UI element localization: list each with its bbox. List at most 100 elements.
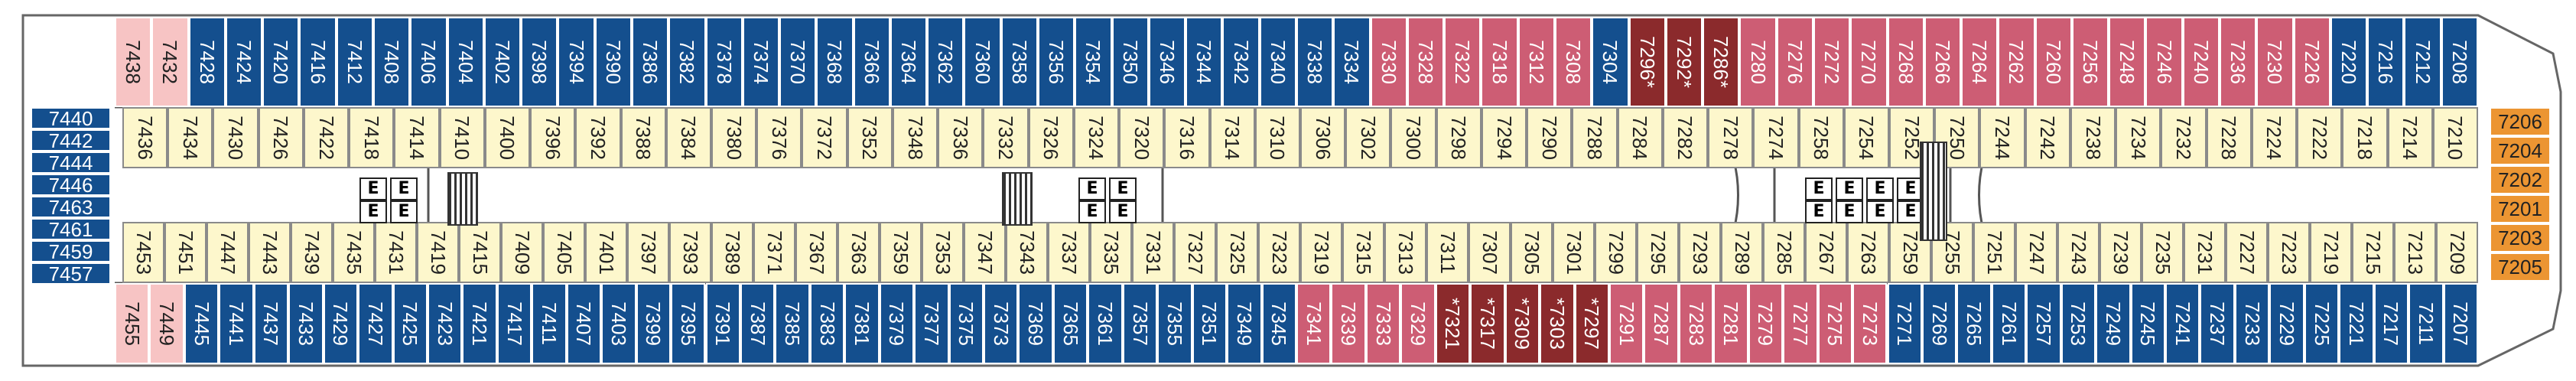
cabin-7202[interactable]: 7202: [2490, 165, 2551, 194]
cabin-7420[interactable]: 7420: [262, 17, 300, 107]
cabin-7251[interactable]: 7251: [1973, 222, 2015, 283]
cabin-7262[interactable]: 7262: [1998, 17, 2035, 107]
cabin-7240[interactable]: 7240: [2182, 17, 2220, 107]
cabin-7435[interactable]: 7435: [333, 222, 375, 283]
cabin-7436[interactable]: 7436: [122, 107, 168, 168]
cabin-7274[interactable]: 7274: [1753, 107, 1799, 168]
cabin-7289[interactable]: 7289: [1721, 222, 1763, 283]
cabin-7453[interactable]: 7453: [122, 222, 164, 283]
cabin-7253[interactable]: 7253: [2060, 283, 2096, 364]
cabin-7369[interactable]: 7369: [1018, 283, 1053, 364]
cabin-7235[interactable]: 7235: [2142, 222, 2184, 283]
cabin-7231[interactable]: 7231: [2184, 222, 2226, 283]
cabin-7335[interactable]: 7335: [1090, 222, 1132, 283]
cabin-7372[interactable]: 7372: [802, 107, 847, 168]
cabin-7411[interactable]: 7411: [532, 283, 567, 364]
cabin-7445[interactable]: 7445: [184, 283, 220, 364]
cabin-7416[interactable]: 7416: [299, 17, 337, 107]
cabin-7269[interactable]: 7269: [1921, 283, 1957, 364]
cabin-7319[interactable]: 7319: [1300, 222, 1342, 283]
cabin-7265[interactable]: 7265: [1956, 283, 1992, 364]
cabin-7375[interactable]: 7375: [948, 283, 984, 364]
cabin-7340[interactable]: 7340: [1259, 17, 1296, 107]
cabin-7320[interactable]: 7320: [1119, 107, 1165, 168]
cabin-7387[interactable]: 7387: [740, 283, 776, 364]
cabin-7224[interactable]: 7224: [2251, 107, 2298, 168]
cabin-7368[interactable]: 7368: [816, 17, 854, 107]
cabin-7327[interactable]: 7327: [1174, 222, 1216, 283]
cabin-7288[interactable]: 7288: [1572, 107, 1618, 168]
cabin-7332[interactable]: 7332: [983, 107, 1029, 168]
cabin-7217[interactable]: 7217: [2373, 283, 2409, 364]
cabin-7308[interactable]: 7308: [1554, 17, 1592, 107]
cabin-7316[interactable]: 7316: [1164, 107, 1210, 168]
cabin-7438[interactable]: 7438: [115, 17, 152, 107]
cabin-7385[interactable]: 7385: [775, 283, 810, 364]
cabin-7381[interactable]: 7381: [844, 283, 880, 364]
cabin-7281[interactable]: 7281: [1713, 283, 1748, 364]
cabin-7359[interactable]: 7359: [880, 222, 922, 283]
cabin-7318[interactable]: 7318: [1481, 17, 1518, 107]
cabin-7434[interactable]: 7434: [168, 107, 213, 168]
cabin-7339[interactable]: 7339: [1331, 283, 1366, 364]
cabin-7216[interactable]: 7216: [2367, 17, 2405, 107]
cabin-7313[interactable]: 7313: [1384, 222, 1426, 283]
cabin-7306[interactable]: 7306: [1300, 107, 1346, 168]
cabin-7406[interactable]: 7406: [410, 17, 447, 107]
cabin-7279[interactable]: 7279: [1748, 283, 1784, 364]
cabin-7391[interactable]: 7391: [705, 283, 740, 364]
cabin-7356[interactable]: 7356: [1038, 17, 1075, 107]
cabin-7312[interactable]: 7312: [1517, 17, 1555, 107]
cabin-7272[interactable]: 7272: [1813, 17, 1851, 107]
cabin-7355[interactable]: 7355: [1157, 283, 1192, 364]
cabin-7425[interactable]: 7425: [392, 283, 428, 364]
cabin-7325[interactable]: 7325: [1216, 222, 1258, 283]
cabin-7296[interactable]: 7296*: [1628, 17, 1666, 107]
cabin-7211[interactable]: 7211: [2408, 283, 2444, 364]
cabin-7205[interactable]: 7205: [2490, 252, 2551, 282]
cabin-7247[interactable]: 7247: [2015, 222, 2057, 283]
cabin-7433[interactable]: 7433: [288, 283, 324, 364]
cabin-7215[interactable]: 7215: [2352, 222, 2394, 283]
cabin-7219[interactable]: 7219: [2310, 222, 2352, 283]
cabin-7201[interactable]: 7201: [2490, 194, 2551, 223]
cabin-7302[interactable]: 7302: [1345, 107, 1391, 168]
cabin-7234[interactable]: 7234: [2116, 107, 2161, 168]
cabin-7394[interactable]: 7394: [558, 17, 595, 107]
cabin-7421[interactable]: 7421: [462, 283, 497, 364]
cabin-7310[interactable]: 7310: [1254, 107, 1300, 168]
cabin-7233[interactable]: 7233: [2234, 283, 2270, 364]
cabin-7286[interactable]: 7286*: [1703, 17, 1740, 107]
cabin-7246[interactable]: 7246: [2145, 17, 2183, 107]
cabin-7257[interactable]: 7257: [2026, 283, 2061, 364]
cabin-7228[interactable]: 7228: [2206, 107, 2252, 168]
cabin-7271[interactable]: 7271: [1887, 283, 1922, 364]
cabin-7427[interactable]: 7427: [358, 283, 393, 364]
cabin-7418[interactable]: 7418: [349, 107, 395, 168]
cabin-7209[interactable]: 7209: [2436, 222, 2478, 283]
cabin-7314[interactable]: 7314: [1209, 107, 1255, 168]
cabin-7229[interactable]: 7229: [2269, 283, 2304, 364]
cabin-7439[interactable]: 7439: [291, 222, 333, 283]
cabin-7326[interactable]: 7326: [1028, 107, 1074, 168]
cabin-7284[interactable]: 7284: [1617, 107, 1663, 168]
cabin-7349[interactable]: 7349: [1227, 283, 1262, 364]
cabin-7398[interactable]: 7398: [521, 17, 558, 107]
cabin-7378[interactable]: 7378: [705, 17, 743, 107]
cabin-7370[interactable]: 7370: [779, 17, 817, 107]
cabin-7392[interactable]: 7392: [575, 107, 621, 168]
cabin-7239[interactable]: 7239: [2100, 222, 2142, 283]
cabin-7292[interactable]: 7292*: [1665, 17, 1703, 107]
cabin-7276[interactable]: 7276: [1776, 17, 1813, 107]
cabin-7223[interactable]: 7223: [2268, 222, 2310, 283]
cabin-7206[interactable]: 7206: [2490, 107, 2551, 136]
cabin-7455[interactable]: 7455: [115, 283, 150, 364]
cabin-7283[interactable]: 7283: [1678, 283, 1714, 364]
cabin-7290[interactable]: 7290: [1527, 107, 1573, 168]
cabin-7213[interactable]: 7213: [2394, 222, 2436, 283]
cabin-7222[interactable]: 7222: [2297, 107, 2343, 168]
cabin-7245[interactable]: 7245: [2130, 283, 2166, 364]
cabin-7258[interactable]: 7258: [1798, 107, 1844, 168]
cabin-7428[interactable]: 7428: [188, 17, 226, 107]
cabin-7270[interactable]: 7270: [1850, 17, 1888, 107]
